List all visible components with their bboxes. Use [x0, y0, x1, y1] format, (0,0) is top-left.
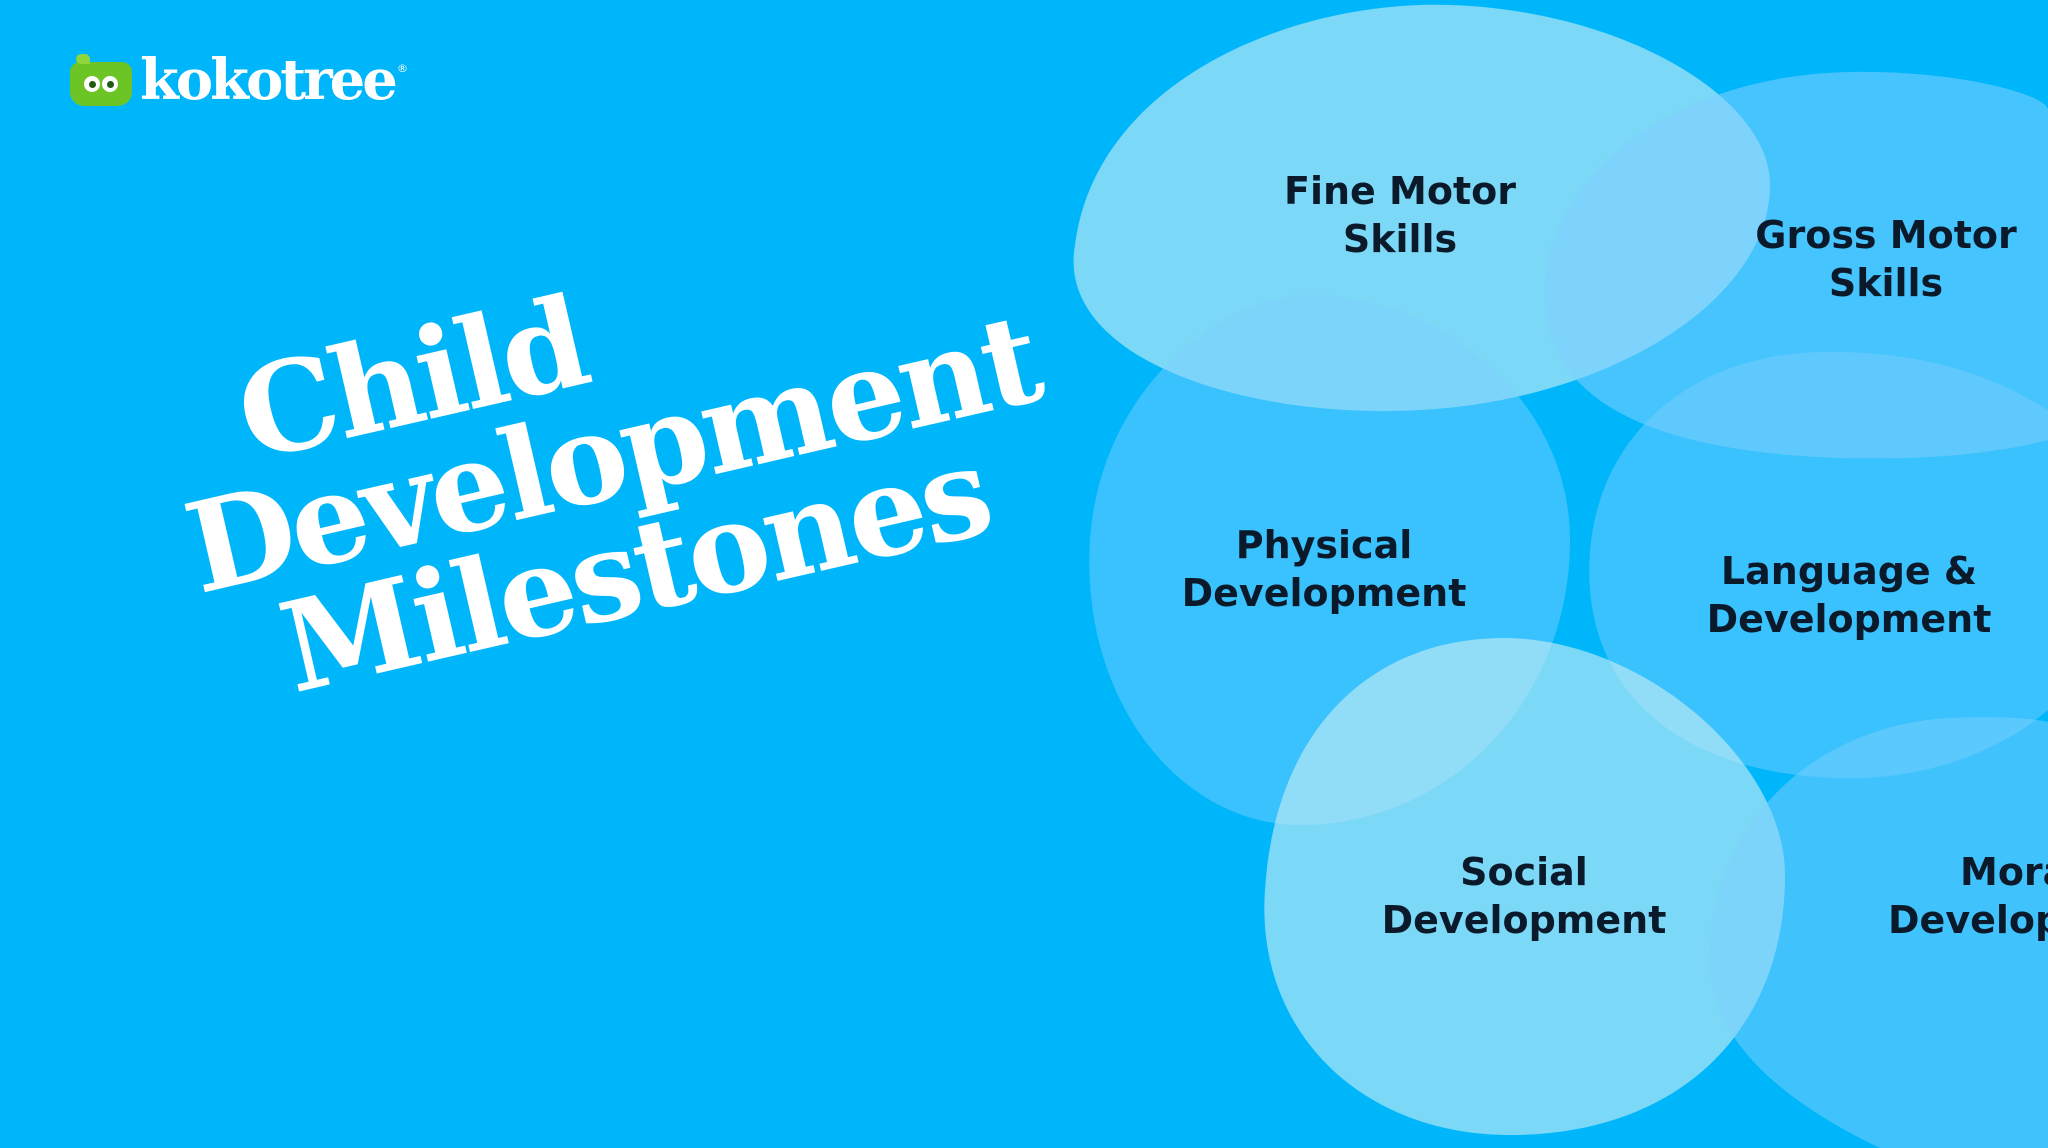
milestone-label-line: Gross Motor — [1755, 213, 2017, 257]
milestone-label-line: Development — [1181, 571, 1467, 615]
logo-wordmark: kokotree — [140, 47, 398, 113]
blob-moral — [1709, 717, 2048, 1148]
frog-face-icon — [70, 54, 132, 106]
milestone-label-line: Skills — [1828, 261, 1944, 305]
milestone-label-line: Skills — [1342, 217, 1458, 261]
milestone-label-line: Mora — [1960, 850, 2048, 894]
milestone-social[interactable]: Social Development — [1382, 848, 1667, 944]
milestone-gross-motor[interactable]: Gross Motor Skills — [1755, 211, 2016, 307]
registered-mark: ® — [396, 61, 408, 75]
blob-language — [1589, 351, 2048, 779]
right-eye-icon — [102, 76, 118, 92]
milestone-physical[interactable]: Physical Development — [1182, 521, 1467, 617]
milestone-label-line: Fine Motor — [1284, 169, 1516, 213]
milestone-label-line: Language & — [1720, 549, 1978, 593]
blob-gross-motor — [1545, 71, 2048, 459]
leaf-icon — [76, 54, 90, 64]
milestone-fine-motor[interactable]: Fine Motor Skills — [1284, 167, 1516, 263]
milestone-label-line: Development — [1706, 597, 1992, 641]
milestone-moral[interactable]: Mora Develop — [1888, 848, 2048, 944]
left-eye-icon — [84, 76, 100, 92]
milestone-label-line: Develop — [1888, 898, 2048, 942]
milestone-label-line: Physical — [1235, 523, 1413, 567]
blob-social — [1264, 637, 1785, 1135]
milestone-label-line: Development — [1381, 898, 1667, 942]
milestone-label-line: Social — [1460, 850, 1588, 894]
kokotree-logo[interactable]: kokotree ® — [70, 52, 408, 112]
milestone-language[interactable]: Language & Development — [1707, 547, 1992, 643]
